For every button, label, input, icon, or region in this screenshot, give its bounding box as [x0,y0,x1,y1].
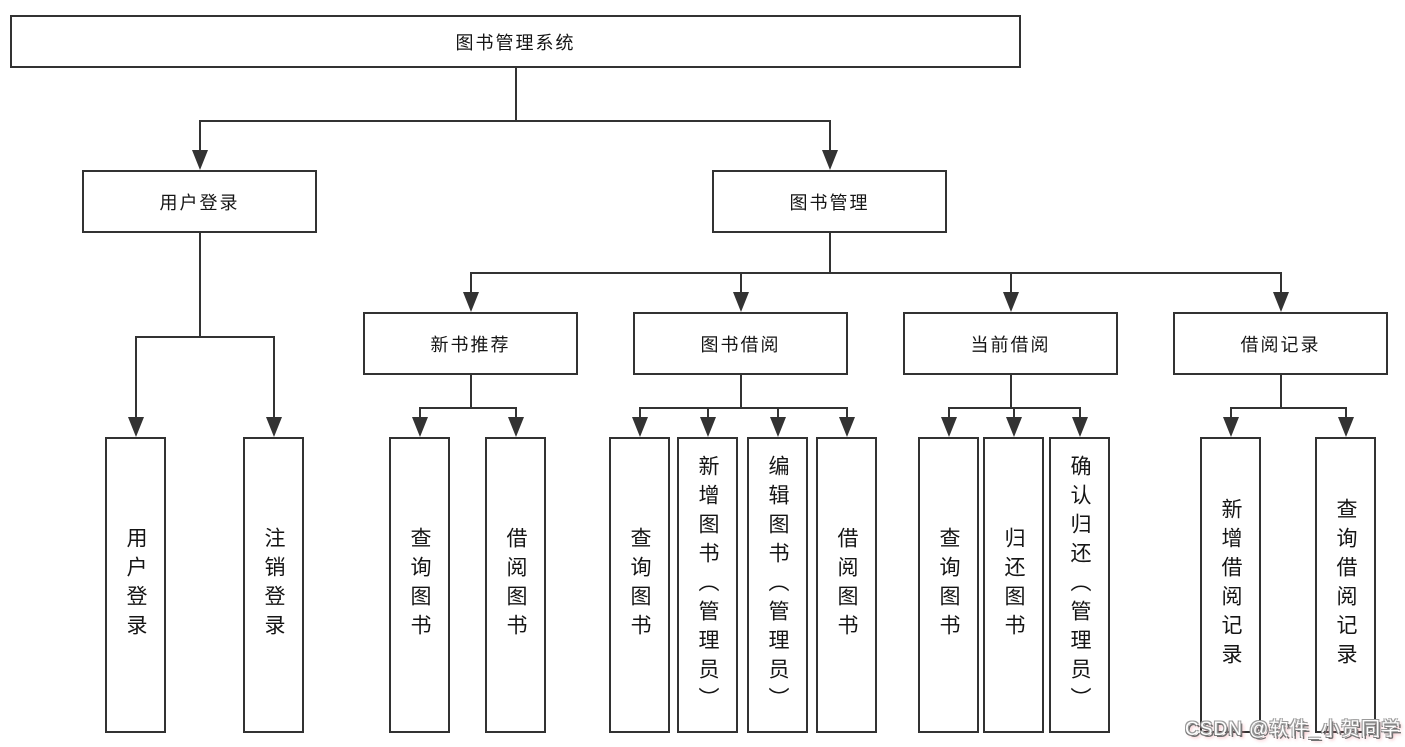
edge-split-current-borrow [947,407,1081,409]
arrow-into-cur-query [940,417,957,437]
edge-stem-book-borrow [739,274,742,302]
arrow-into-bb-query [631,417,648,437]
edge-stem-user-login [198,122,201,160]
node-book-borrow: 图书借阅 [633,312,848,375]
edge-split-root [198,120,831,122]
arrow-into-cur-return [1005,417,1022,437]
node-rd-query: 查询借阅记录 [1315,437,1376,733]
edge-stem-root [514,68,517,122]
arrow-into-new-book-rec [462,292,479,312]
arrow-into-logout [265,417,282,437]
node-borrow-record: 借阅记录 [1173,312,1388,375]
node-bb-edit: 编辑图书（管理员） [747,437,808,733]
node-label-new-book-rec: 新书推荐 [430,334,511,355]
node-label-cur-confirm: 确认归还（管理员） [1068,454,1091,716]
arrow-into-bb-borrow [838,417,855,437]
edge-split-book-mgmt [469,272,1282,274]
node-rd-add: 新增借阅记录 [1200,437,1261,733]
node-label-rd-query: 查询借阅记录 [1334,498,1357,672]
node-label-book-mgmt: 图书管理 [789,192,870,213]
node-rec-query: 查询图书 [389,437,450,733]
arrow-into-rd-query [1337,417,1354,437]
node-logout: 注销登录 [243,437,304,733]
node-root: 图书管理系统 [10,15,1021,68]
arrow-into-book-borrow [732,292,749,312]
edge-stem-new-book-rec [469,375,472,409]
edge-stem-borrow-record [1279,375,1282,409]
node-label-rec-query: 查询图书 [408,527,431,643]
arrow-into-rec-borrow [507,417,524,437]
edge-stem-borrow-record [1279,274,1282,302]
arrow-into-login [127,417,144,437]
node-rec-borrow: 借阅图书 [485,437,546,733]
node-label-current-borrow: 当前借阅 [970,334,1051,355]
edge-stem-book-mgmt [828,233,831,274]
edge-stem-current-borrow [1009,375,1012,409]
edge-split-new-book-rec [418,407,517,409]
node-book-mgmt: 图书管理 [712,170,947,233]
node-label-bb-add: 新增图书（管理员） [696,454,719,716]
node-label-user-login: 用户登录 [159,192,240,213]
arrow-into-current-borrow [1002,292,1019,312]
node-label-root: 图书管理系统 [455,32,576,53]
watermark: CSDN @软件_小贺同学 [1185,719,1401,740]
node-cur-query: 查询图书 [918,437,979,733]
node-current-borrow: 当前借阅 [903,312,1118,375]
arrow-into-bb-edit [769,417,786,437]
node-new-book-rec: 新书推荐 [363,312,578,375]
edge-stem-book-mgmt [828,122,831,160]
edge-stem-logout [272,338,275,427]
node-label-book-borrow: 图书借阅 [700,334,781,355]
edge-stem-user-login [198,233,201,338]
arrow-into-bb-add [699,417,716,437]
edge-stem-current-borrow [1009,274,1012,302]
node-label-borrow-record: 借阅记录 [1240,334,1321,355]
edge-stem-login [134,338,137,427]
node-cur-confirm: 确认归还（管理员） [1049,437,1110,733]
node-label-logout: 注销登录 [262,527,285,643]
node-label-rd-add: 新增借阅记录 [1219,498,1242,672]
arrow-into-rd-add [1222,417,1239,437]
node-label-bb-query: 查询图书 [628,527,651,643]
edge-stem-new-book-rec [469,274,472,302]
node-label-cur-return: 归还图书 [1002,527,1025,643]
node-bb-borrow: 借阅图书 [816,437,877,733]
node-label-rec-borrow: 借阅图书 [504,527,527,643]
node-label-bb-borrow: 借阅图书 [835,527,858,643]
node-label-login: 用户登录 [124,527,147,643]
edge-split-book-borrow [638,407,848,409]
edge-split-user-login [134,336,275,338]
node-bb-query: 查询图书 [609,437,670,733]
node-label-bb-edit: 编辑图书（管理员） [766,454,789,716]
edge-stem-book-borrow [739,375,742,409]
node-login: 用户登录 [105,437,166,733]
node-user-login: 用户登录 [82,170,317,233]
node-bb-add: 新增图书（管理员） [677,437,738,733]
arrow-into-user-login [191,150,208,170]
node-cur-return: 归还图书 [983,437,1044,733]
arrow-into-cur-confirm [1071,417,1088,437]
arrow-into-book-mgmt [821,150,838,170]
edge-split-borrow-record [1229,407,1347,409]
arrow-into-rec-query [411,417,428,437]
arrow-into-borrow-record [1272,292,1289,312]
node-label-cur-query: 查询图书 [937,527,960,643]
